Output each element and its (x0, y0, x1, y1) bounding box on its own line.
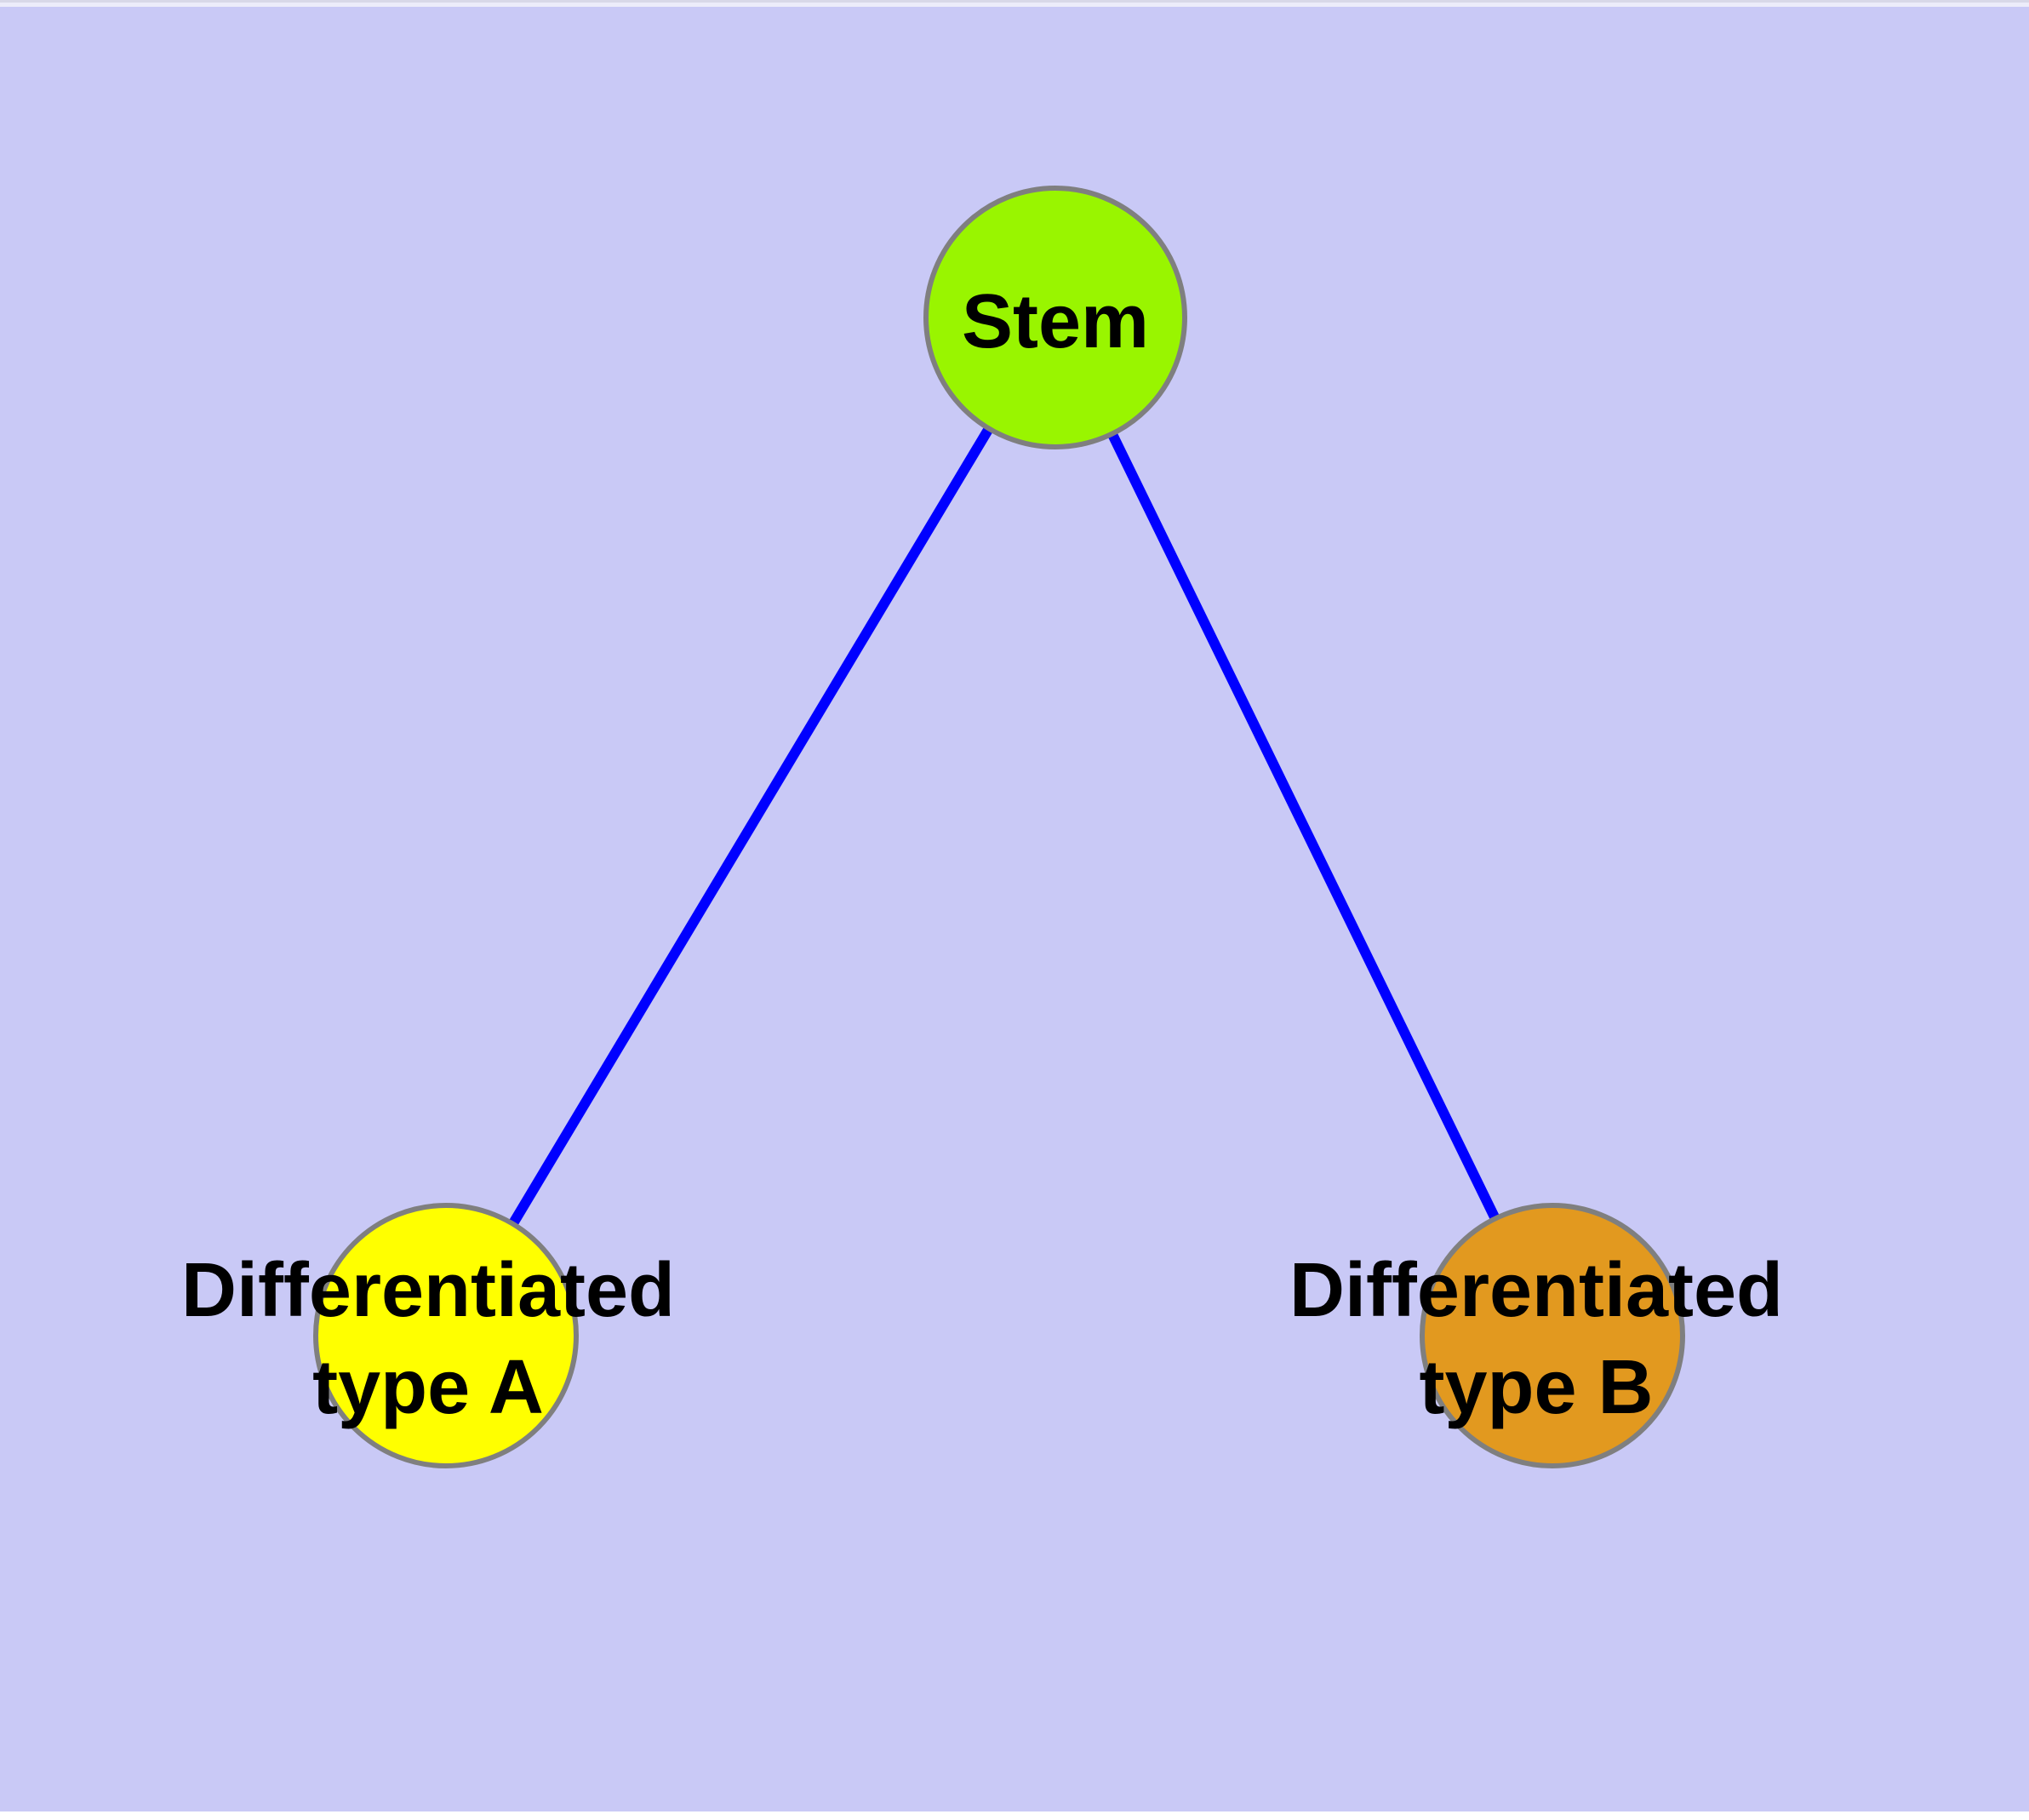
node-type-a-label-line1: Differentiated (181, 1248, 675, 1333)
node-stem-label: Stem (962, 279, 1149, 364)
node-stem[interactable] (923, 186, 1187, 449)
node-type-b-label-line2: type B (1419, 1345, 1653, 1430)
window-top-edge-strip (0, 3, 2029, 7)
edge-stem-to-type-b (1050, 315, 1557, 1338)
edge-stem-to-type-a (441, 314, 1060, 1339)
node-type-a-label-line2: type A (312, 1345, 544, 1430)
node-type-b-label-line1: Differentiated (1289, 1248, 1783, 1333)
node-differentiated-type-a[interactable] (313, 1203, 579, 1468)
window-top-edge-line (0, 0, 2029, 3)
node-differentiated-type-b[interactable] (1420, 1203, 1685, 1468)
window-bottom-edge-strip (0, 1811, 2029, 1820)
